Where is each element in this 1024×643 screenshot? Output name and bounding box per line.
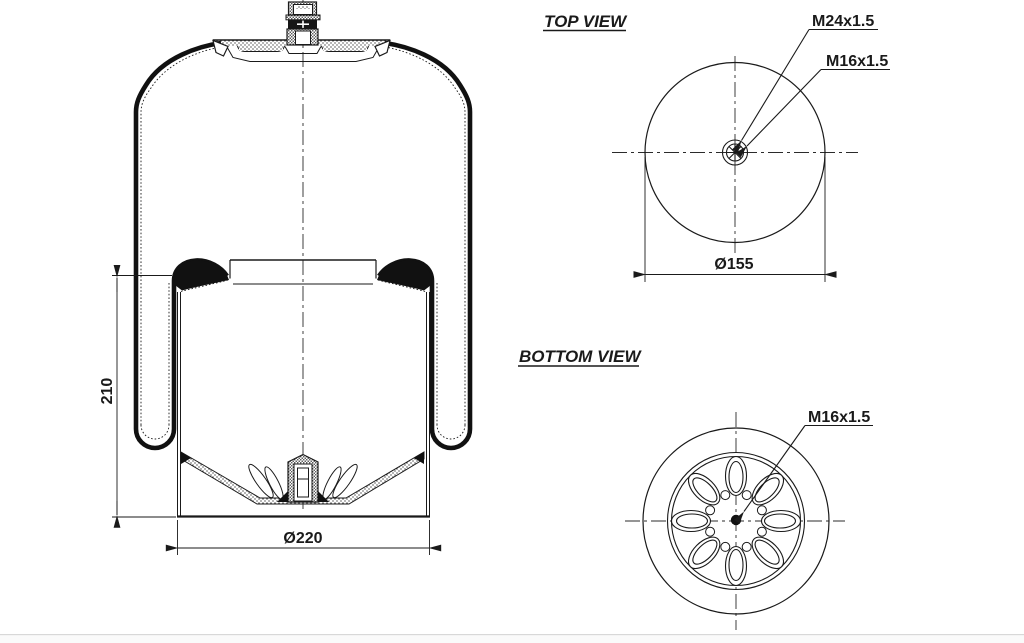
m24-label: M24x1.5 [812,13,874,30]
petal [724,455,748,497]
petal-connectors [705,490,767,552]
dimension-220: Ø220 [165,520,442,555]
petal [760,509,802,533]
page-edge-line [0,634,1024,636]
top-view-title: TOP VIEW [544,12,628,31]
rolling-lobe-left [174,260,229,291]
top-bead-plate [213,39,390,62]
bellows-inner-lining [140,46,466,440]
piston [177,259,430,518]
bellows-right-wall [377,40,473,451]
dim-155-label: Ø155 [714,256,753,273]
petal [670,509,712,533]
piston-petals [670,455,802,587]
petal [724,545,748,587]
leader-m24: M24x1.5 [732,13,878,153]
boss-thread-bore [293,463,313,502]
petal [687,536,721,570]
top-plate-circle [644,61,826,244]
top-view: TOP VIEW M24x1.5 M16x1.5 [543,12,890,282]
petal [687,472,721,506]
dimension-155: Ø155 [633,157,837,282]
dim-220-label: Ø220 [283,530,322,547]
leader-m16-bottom: M16x1.5 [733,409,873,524]
m16-bottom-label: M16x1.5 [808,409,870,426]
dim-210-label: 210 [99,378,116,405]
top-center-port [721,139,749,166]
air-fitting-stud [285,1,321,46]
piston-inner-circle-1 [666,451,806,591]
main-view: 210 Ø220 [99,0,473,555]
bottom-view: BOTTOM VIEW M16x1.5 [518,347,873,630]
plate-lip-left [212,39,229,57]
petal [751,472,785,506]
page-edge-area [0,635,1024,643]
piston-ribs [248,463,358,500]
bottom-thread-boss [730,514,742,526]
dimension-210: 210 [99,265,176,528]
petal [751,536,785,570]
piston-outer-circle [642,427,830,615]
bottom-view-title: BOTTOM VIEW [519,347,642,366]
m16-top-label: M16x1.5 [826,53,888,70]
leader-m16-top: M16x1.5 [735,53,890,158]
bellows-left-wall [133,40,229,451]
plate-lip-right [374,39,391,57]
rolling-lobe-right [377,260,432,291]
